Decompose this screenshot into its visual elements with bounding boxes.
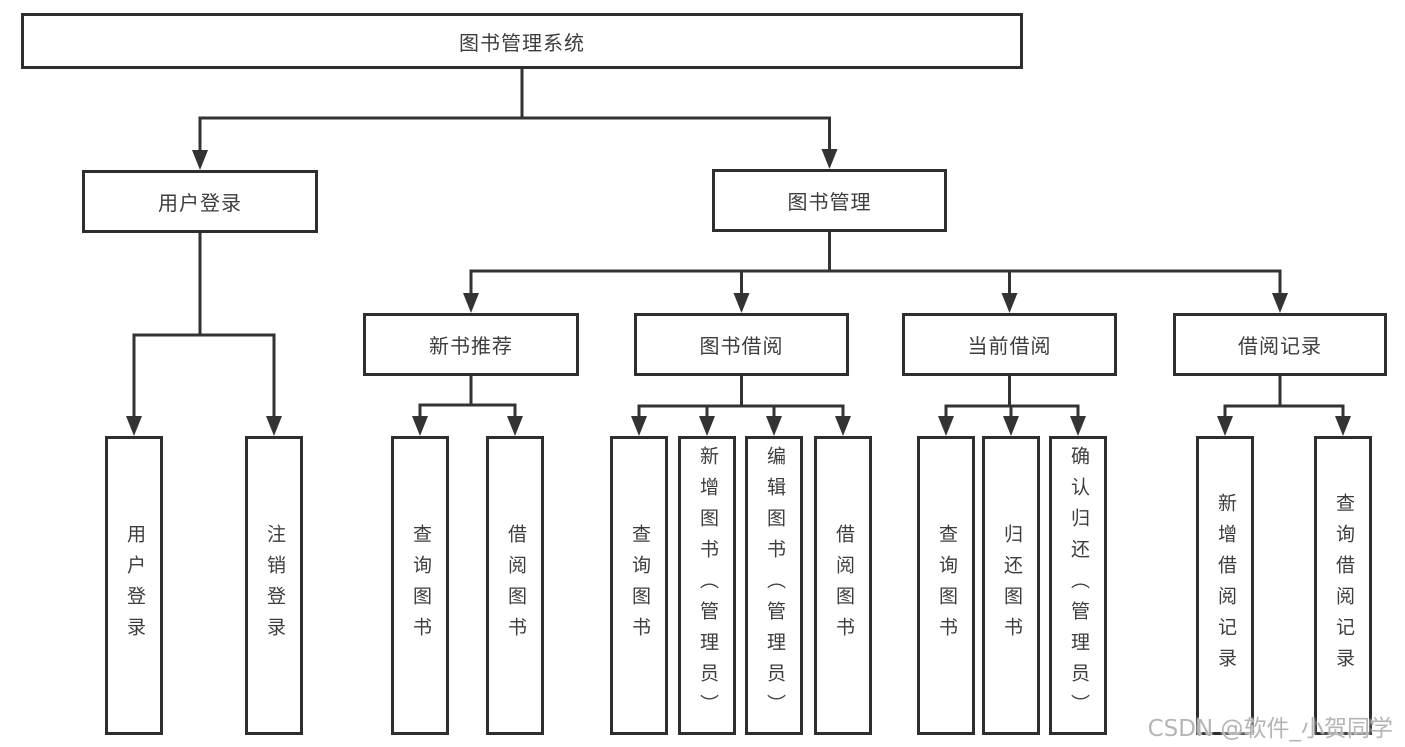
connector-book-management-to-level3 (463, 232, 1288, 313)
node-book-borrow: 图书借阅 (634, 313, 849, 376)
connector-borrow-records-to-leaves (1217, 376, 1351, 436)
node-book-borrow-label: 图书借阅 (699, 334, 784, 358)
node-user-login: 用户登录 (82, 170, 318, 233)
leaf-current-confirm-return-admin-label: 确认归还（管理员） (1067, 446, 1090, 725)
leaf-borrow-add-books-admin-label: 新增图书（管理员） (696, 446, 719, 725)
leaf-user-login-label: 用户登录 (123, 523, 146, 648)
node-root: 图书管理系统 (21, 13, 1023, 69)
node-root-label: 图书管理系统 (459, 30, 585, 55)
leaf-records-query-record: 查询借阅记录 (1314, 436, 1372, 735)
leaf-records-add-record-label: 新增借阅记录 (1214, 492, 1237, 679)
connector-book-borrow-to-leaves (631, 376, 851, 436)
node-book-management: 图书管理 (712, 169, 947, 232)
leaf-borrow-edit-books-admin: 编辑图书（管理员） (745, 436, 803, 735)
node-borrow-records-label: 借阅记录 (1238, 334, 1322, 358)
node-current-borrow: 当前借阅 (902, 313, 1117, 376)
leaf-newbook-query-books: 查询图书 (391, 436, 449, 735)
leaf-borrow-borrow-books: 借阅图书 (814, 436, 872, 735)
connector-new-book-recommend-to-leaves (412, 376, 523, 436)
leaf-borrow-borrow-books-label: 借阅图书 (832, 523, 855, 648)
node-book-management-label: 图书管理 (787, 190, 872, 214)
leaf-current-confirm-return-admin: 确认归还（管理员） (1049, 436, 1107, 735)
leaf-newbook-borrow-books-label: 借阅图书 (504, 523, 527, 648)
csdn-watermark: CSDN @软件_小贺同学 (1147, 716, 1393, 742)
leaf-borrow-query-books: 查询图书 (610, 436, 668, 735)
leaf-newbook-query-books-label: 查询图书 (409, 523, 432, 648)
node-borrow-records: 借阅记录 (1173, 313, 1387, 376)
leaf-newbook-borrow-books: 借阅图书 (486, 436, 544, 735)
node-new-book-recommend-label: 新书推荐 (429, 334, 513, 358)
leaf-user-login: 用户登录 (105, 436, 163, 735)
node-new-book-recommend: 新书推荐 (363, 313, 579, 376)
leaf-current-query-books-label: 查询图书 (935, 523, 958, 648)
node-current-borrow-label: 当前借阅 (967, 334, 1052, 358)
leaf-borrow-query-books-label: 查询图书 (628, 523, 651, 648)
leaf-borrow-edit-books-admin-label: 编辑图书（管理员） (763, 446, 786, 725)
connector-user-login-to-leaves (126, 233, 282, 436)
leaf-logout: 注销登录 (245, 436, 303, 735)
connector-current-borrow-to-leaves (938, 376, 1086, 436)
leaf-records-add-record: 新增借阅记录 (1196, 436, 1254, 735)
connector-root-to-level2 (192, 68, 838, 170)
leaf-records-query-record-label: 查询借阅记录 (1332, 492, 1355, 679)
node-user-login-label: 用户登录 (158, 191, 242, 215)
leaf-current-return-books: 归还图书 (982, 436, 1040, 735)
leaf-logout-label: 注销登录 (263, 523, 286, 648)
leaf-current-return-books-label: 归还图书 (1000, 523, 1023, 648)
leaf-current-query-books: 查询图书 (917, 436, 975, 735)
leaf-borrow-add-books-admin: 新增图书（管理员） (678, 436, 736, 735)
